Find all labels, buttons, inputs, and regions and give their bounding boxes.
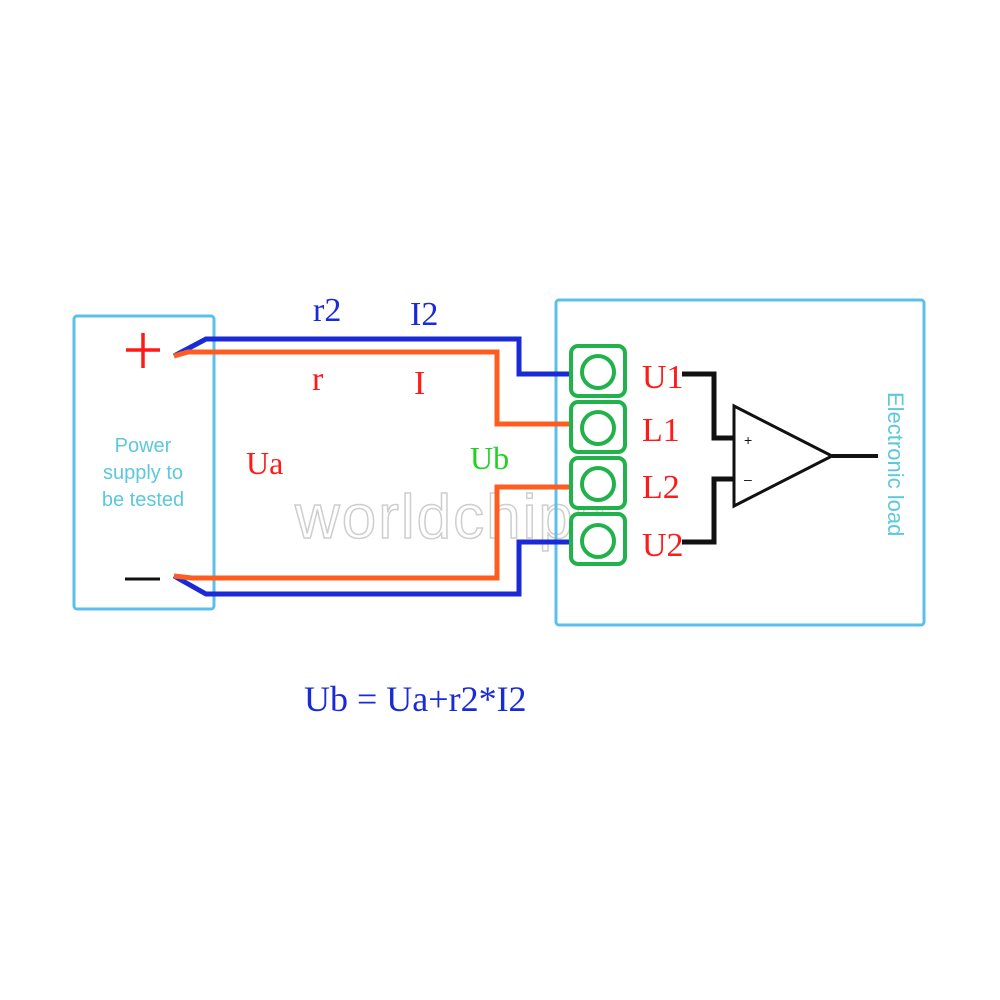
watermark: worldchips	[294, 483, 608, 552]
opamp-symbol	[732, 403, 836, 509]
electronic-load-label: Electronic load	[883, 392, 908, 536]
opamp-input-plus-wire	[682, 371, 734, 441]
Ua-label: Ua	[246, 445, 283, 481]
sense-wire-positive	[172, 336, 570, 377]
power-supply-box	[72, 314, 216, 611]
terminal-u2	[569, 512, 627, 566]
r-label: r	[312, 361, 324, 398]
I2-label: I2	[410, 296, 438, 333]
opamp-plus-label: +	[744, 432, 752, 448]
terminal-u1	[569, 344, 627, 398]
l1-label: L1	[642, 412, 680, 449]
u1-label: U1	[642, 359, 684, 396]
opamp-minus-label: –	[744, 471, 752, 487]
power-supply-label-1: Power	[115, 435, 172, 457]
Ub-label: Ub	[470, 440, 509, 476]
r2-label: r2	[313, 292, 341, 329]
opamp-input-minus-wire	[682, 476, 734, 545]
sense-wire-negative	[172, 539, 570, 597]
load-wire-positive	[173, 349, 570, 427]
terminal-l1	[569, 400, 627, 454]
electronic-load-box	[554, 298, 926, 627]
plus-terminal-symbol	[126, 333, 160, 368]
I-label: I	[414, 365, 425, 402]
l2-label: L2	[642, 469, 680, 506]
power-supply-label-3: be tested	[102, 489, 184, 511]
formula: Ub = Ua+r2*I2	[304, 679, 527, 719]
power-supply-label-2: supply to	[103, 462, 183, 484]
u2-label: U2	[642, 527, 684, 564]
load-wire-negative	[173, 484, 570, 581]
terminal-l2	[569, 456, 627, 510]
